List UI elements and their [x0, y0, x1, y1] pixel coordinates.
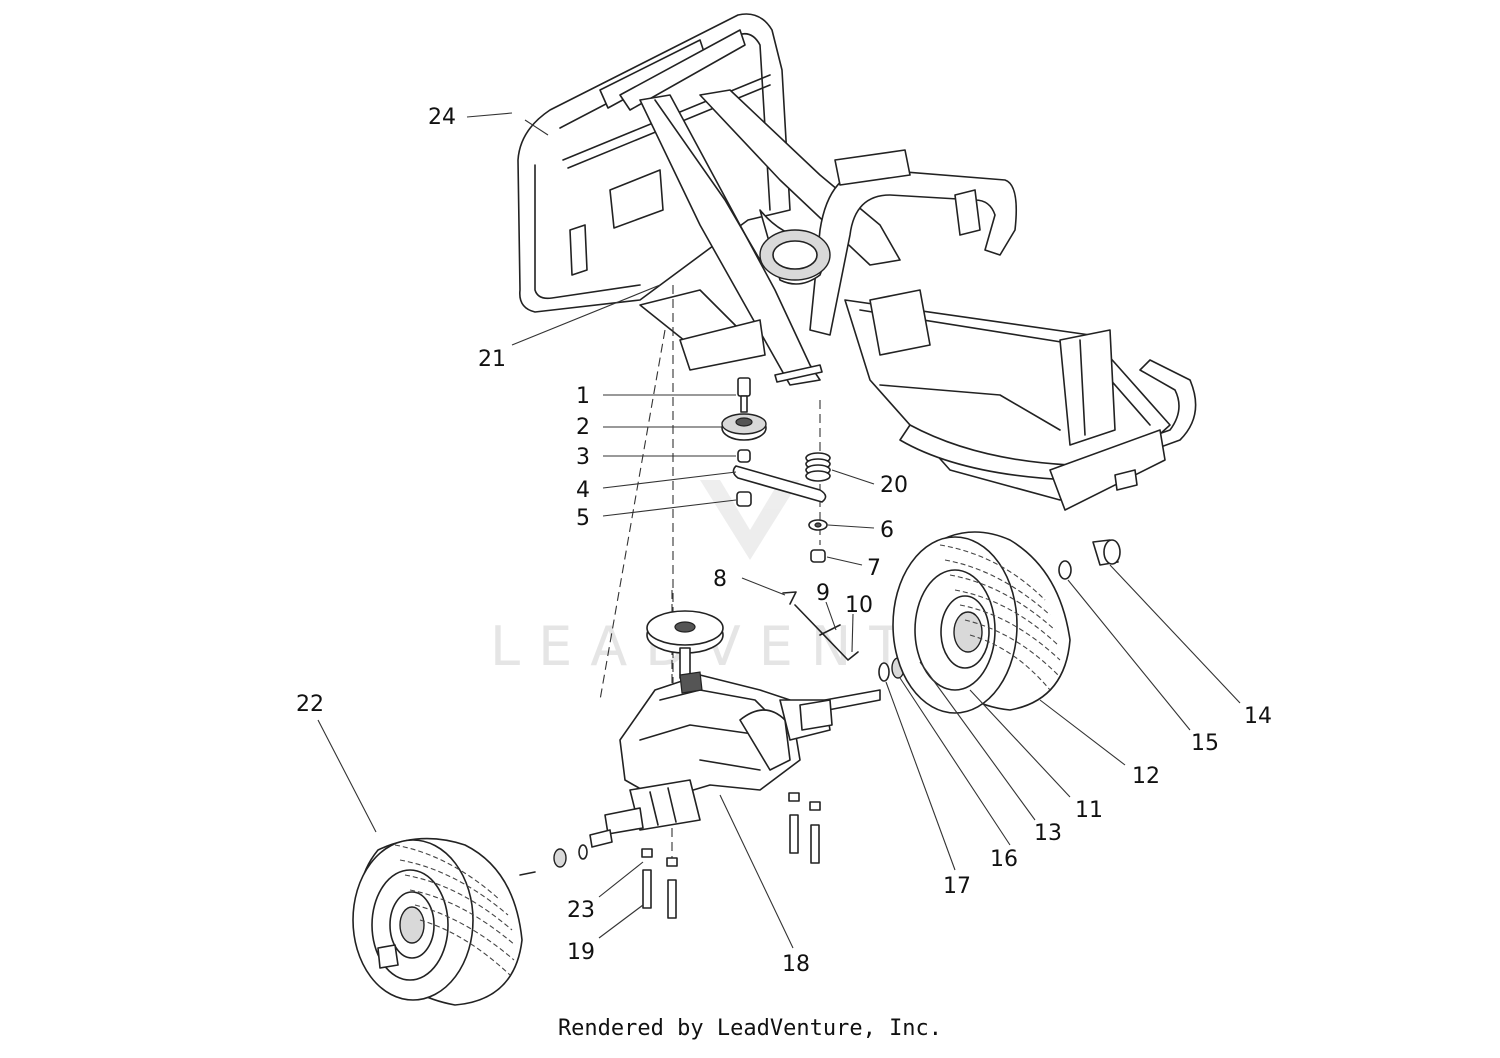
callout-2: 2 [576, 415, 590, 440]
callout-9: 9 [816, 581, 830, 606]
callout-8: 8 [713, 567, 727, 592]
callout-14: 14 [1244, 704, 1272, 729]
leader-lines [317, 112, 1241, 949]
callout-10: 10 [845, 593, 873, 618]
callout-23: 23 [567, 898, 595, 923]
callout-5: 5 [576, 506, 590, 531]
idler-arm-parts [721, 377, 859, 661]
callout-19: 19 [567, 940, 595, 965]
callout-11: 11 [1075, 798, 1103, 823]
callout-1: 1 [576, 384, 590, 409]
callout-7: 7 [867, 556, 881, 581]
callout-21: 21 [478, 347, 506, 372]
frame-assembly [517, 13, 1197, 511]
callout-15: 15 [1191, 731, 1219, 756]
callout-16: 16 [990, 847, 1018, 872]
right-wheel [892, 531, 1071, 714]
callout-18: 18 [782, 952, 810, 977]
left-wheel [352, 837, 536, 1006]
callout-labels: 24 21 1 2 3 4 5 20 6 7 8 9 10 14 15 12 1… [296, 105, 1272, 977]
footer-credit: Rendered by LeadVenture, Inc. [557, 1016, 943, 1041]
callout-22: 22 [296, 692, 324, 717]
transaxle [604, 610, 881, 835]
callout-20: 20 [880, 473, 908, 498]
callout-3: 3 [576, 445, 590, 470]
callout-4: 4 [576, 478, 590, 503]
left-axle-hardware [553, 792, 821, 919]
callout-6: 6 [880, 518, 894, 543]
callout-13: 13 [1034, 821, 1062, 846]
callout-17: 17 [943, 874, 971, 899]
callout-12: 12 [1132, 764, 1160, 789]
callout-24: 24 [428, 105, 456, 130]
